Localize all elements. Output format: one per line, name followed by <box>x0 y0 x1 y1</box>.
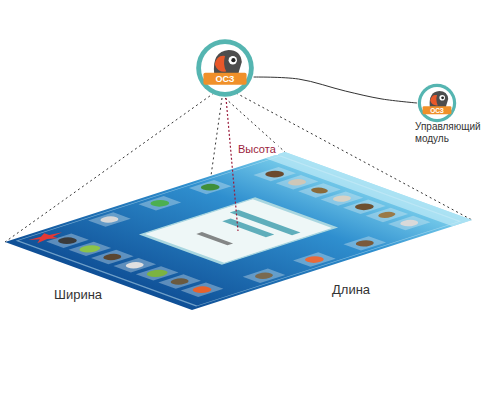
dimension-label: Высота <box>236 143 278 155</box>
projector-node: ОСЗ <box>195 38 255 98</box>
parrot-logo <box>195 38 255 98</box>
cable-connector <box>254 77 417 103</box>
node-caption: Управляющий модуль <box>415 121 495 145</box>
height-line <box>226 98 238 231</box>
parrot-logo <box>417 83 457 123</box>
projection-ray <box>5 93 472 310</box>
dimension-label: Длина <box>330 282 372 297</box>
device-badge: ОСЗ <box>195 74 255 84</box>
control-module-node: ОСЗУправляющий модуль <box>417 83 457 123</box>
dimension-label: Ширина <box>52 287 104 302</box>
device-badge: ОСЗ <box>417 107 457 114</box>
floor-projection <box>5 152 472 310</box>
